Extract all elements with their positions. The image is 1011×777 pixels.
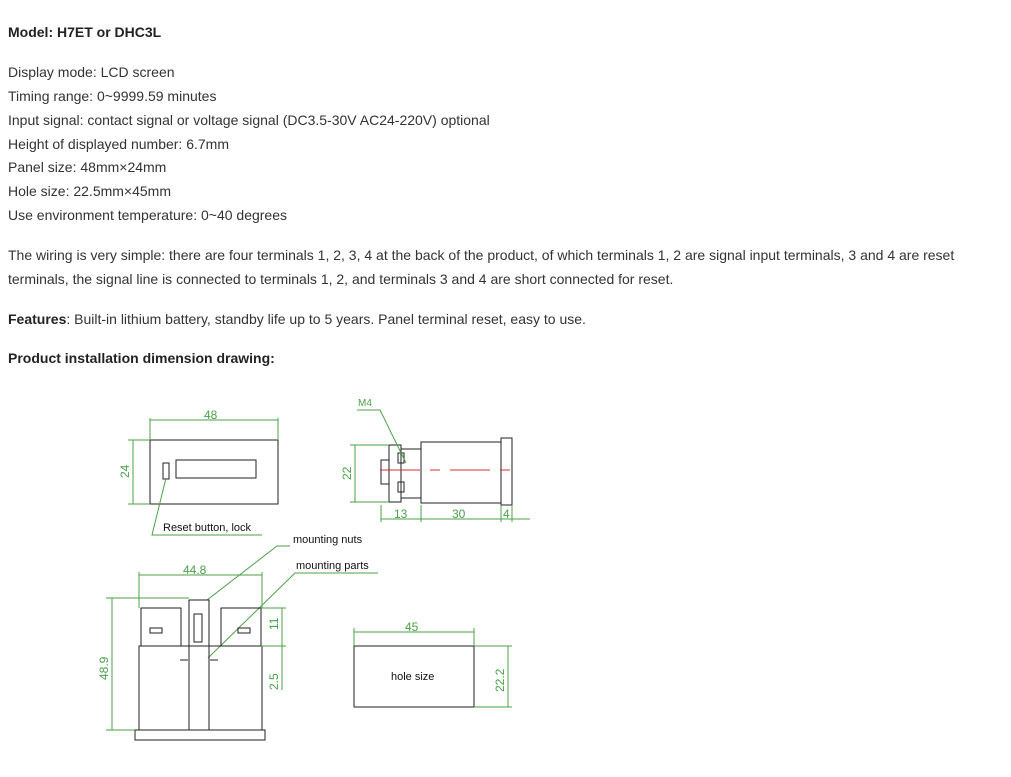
- top-width-label: 44.8: [183, 563, 207, 577]
- side-dim-13: 13: [394, 507, 408, 521]
- hole-width-label: 45: [405, 620, 419, 634]
- side-dim-4: 4: [503, 507, 510, 521]
- reset-button-outline: [162, 462, 170, 480]
- side-body-outline: [420, 441, 502, 504]
- spec-hole-size: Hole size: 22.5mm×45mm: [8, 183, 172, 199]
- parts-leader: [207, 572, 378, 659]
- side-height-label: 22: [340, 466, 354, 480]
- side-panel-outline: [388, 444, 402, 503]
- hole-outline: [353, 645, 475, 708]
- spec-panel-size: Panel size: 48mm×24mm: [8, 159, 167, 175]
- spec-display-mode: Display mode: LCD screen: [8, 64, 175, 80]
- spec-input-signal: Input signal: contact signal or voltage …: [8, 112, 490, 128]
- nuts-leader: [206, 545, 290, 601]
- model-heading: Model: H7ET or DHC3L: [8, 24, 162, 40]
- m4-leader: [357, 409, 407, 464]
- reset-leader: [151, 477, 262, 536]
- thread-label: M4: [358, 398, 372, 409]
- top-body-outline: [138, 645, 263, 731]
- front-width-label: 48: [204, 408, 218, 422]
- side-view: [350, 409, 530, 522]
- features-text: : Built-in lithium battery, standby life…: [66, 311, 586, 327]
- top-height-label: 48.9: [97, 656, 111, 680]
- hole-view: [353, 628, 512, 708]
- spec-number-height: Height of displayed number: 6.7mm: [8, 136, 229, 152]
- front-height-label: 24: [118, 464, 132, 478]
- drawing-heading: Product installation dimension drawing:: [8, 350, 275, 366]
- top-view: [106, 545, 378, 741]
- lcd-window: [175, 459, 257, 479]
- top-small-label: 11: [267, 617, 281, 630]
- mounting-nuts-label: mounting nuts: [293, 534, 363, 546]
- mounting-parts-label: mounting parts: [296, 560, 369, 572]
- spec-timing-range: Timing range: 0~9999.59 minutes: [8, 88, 217, 104]
- hole-size-label: hole size: [391, 671, 434, 683]
- front-view: [128, 418, 279, 536]
- front-panel-outline: [149, 439, 279, 505]
- hole-height-label: 22.2: [493, 668, 507, 692]
- reset-button-label: Reset button, lock: [163, 522, 252, 534]
- top-small2-label: 2.5: [267, 673, 281, 690]
- spec-temperature: Use environment temperature: 0~40 degree…: [8, 207, 287, 223]
- features-paragraph: Features: Built-in lithium battery, stan…: [8, 307, 586, 331]
- side-dim-30: 30: [452, 507, 466, 521]
- wiring-paragraph: The wiring is very simple: there are fou…: [8, 247, 955, 287]
- features-label: Features: [8, 311, 67, 327]
